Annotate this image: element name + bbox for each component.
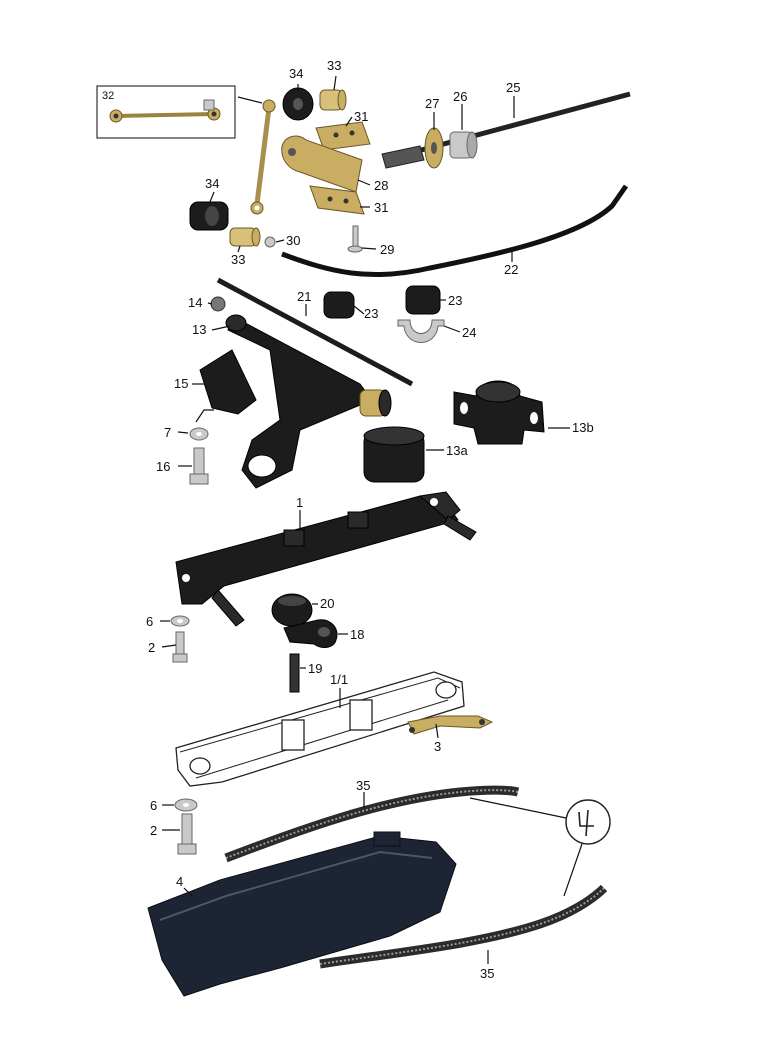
bolt-2-top xyxy=(172,631,188,663)
label-2-bottom: 2 xyxy=(150,823,157,838)
stabilizer-bar-22 xyxy=(281,184,629,278)
label-1: 1 xyxy=(296,495,303,510)
label-30: 30 xyxy=(286,233,300,248)
label-27: 27 xyxy=(425,96,439,111)
label-6-bottom: 6 xyxy=(150,798,157,813)
rod-25 xyxy=(381,91,631,169)
bushing-23-a xyxy=(323,291,355,319)
bushing-26 xyxy=(449,131,478,159)
washer-27 xyxy=(424,127,444,169)
inset-part-32 xyxy=(96,85,236,139)
nut-30 xyxy=(264,236,276,248)
label-35-upper: 35 xyxy=(356,778,370,793)
leader-32 xyxy=(237,96,263,104)
label-23-a: 23 xyxy=(364,306,378,321)
label-13: 13 xyxy=(192,322,206,337)
bolt-29 xyxy=(347,225,363,253)
label-32: 32 xyxy=(102,90,114,102)
bracket-15 xyxy=(199,349,257,415)
label-26: 26 xyxy=(453,89,467,104)
label-35-lower: 35 xyxy=(480,966,494,981)
washer-6-top xyxy=(170,615,190,627)
underbody-cover-4 xyxy=(147,831,457,997)
label-21: 21 xyxy=(297,289,311,304)
washer-7 xyxy=(189,427,209,441)
label-22: 22 xyxy=(504,262,518,277)
bushing-34-top xyxy=(282,87,314,121)
label-15: 15 xyxy=(174,376,188,391)
bolt-16 xyxy=(189,447,209,485)
label-23-b: 23 xyxy=(448,293,462,308)
label-19: 19 xyxy=(308,661,322,676)
label-25: 25 xyxy=(506,80,520,95)
sleeve-33-top xyxy=(319,89,347,111)
label-18: 18 xyxy=(350,627,364,642)
label-2-top: 2 xyxy=(148,640,155,655)
clamp-24 xyxy=(397,319,445,343)
label-13b: 13b xyxy=(572,420,594,435)
label-33-lower: 33 xyxy=(231,252,245,267)
rubber-mount-20 xyxy=(271,593,313,627)
control-arm-13 xyxy=(225,314,392,489)
label-13a: 13a xyxy=(446,443,468,458)
detail-callout-circle xyxy=(469,797,611,897)
callout-labels: 32 34 33 31 28 31 27 26 25 34 33 30 29 2… xyxy=(102,58,594,981)
label-1-1: 1/1 xyxy=(330,672,348,687)
label-33-top: 33 xyxy=(327,58,341,73)
clamp-28 xyxy=(281,135,363,193)
label-6-top: 6 xyxy=(146,614,153,629)
crossmember-1 xyxy=(175,491,477,627)
bushing-13a xyxy=(363,426,425,483)
label-16: 16 xyxy=(156,459,170,474)
label-7: 7 xyxy=(164,425,171,440)
bracket-31-bottom xyxy=(309,185,365,215)
seal-strip-35-upper xyxy=(224,785,520,863)
crossmember-1-1-outline xyxy=(175,671,465,787)
drop-link xyxy=(250,99,276,215)
leader-lines xyxy=(160,75,570,964)
label-20: 20 xyxy=(320,596,334,611)
label-14: 14 xyxy=(188,295,202,310)
label-24: 24 xyxy=(462,325,476,340)
label-31-top: 31 xyxy=(354,109,368,124)
bushing-23-b xyxy=(405,285,441,315)
bracket-31-top xyxy=(315,121,371,151)
bolt-2-bottom xyxy=(177,813,197,855)
label-34-lower: 34 xyxy=(205,176,219,191)
label-34-top: 34 xyxy=(289,66,303,81)
label-29: 29 xyxy=(380,242,394,257)
label-31-bottom: 31 xyxy=(374,200,388,215)
washer-6-bottom xyxy=(174,798,198,812)
label-4: 4 xyxy=(176,874,183,889)
bracket-18 xyxy=(283,619,338,648)
label-28: 28 xyxy=(374,178,388,193)
stud-19 xyxy=(289,653,300,693)
plug-14 xyxy=(210,296,226,312)
sleeve-33-lower xyxy=(229,227,261,247)
tie-rod-21 xyxy=(216,277,414,387)
bushing-34-lower xyxy=(189,201,229,231)
mount-13b xyxy=(453,380,545,445)
bracket-3 xyxy=(407,715,494,735)
label-3: 3 xyxy=(434,739,441,754)
